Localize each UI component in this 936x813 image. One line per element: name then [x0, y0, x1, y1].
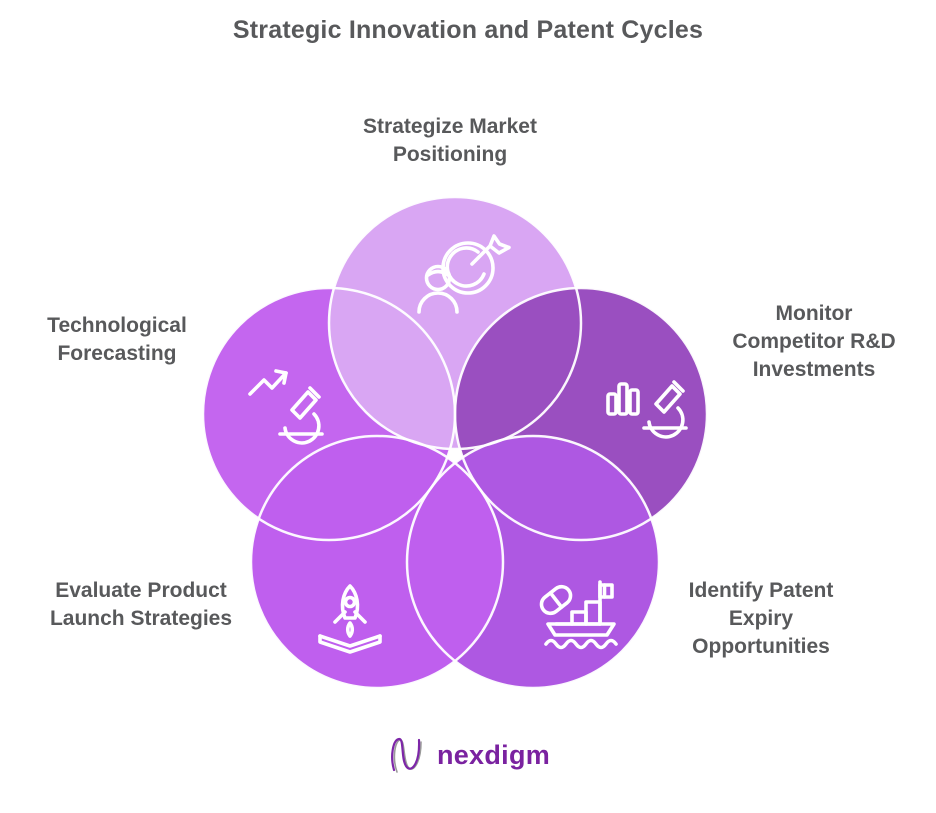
pill-ship-icon — [539, 580, 618, 650]
petal-outlines — [201, 195, 709, 690]
petal-label-strategize-market-positioning: Strategize Market Positioning — [363, 115, 537, 166]
petal-circle-evaluate-product-launch — [251, 436, 503, 688]
petal-label-identify-patent-expiry: Identify Patent Expiry Opportunities — [688, 579, 834, 658]
person-target-icon — [417, 234, 511, 314]
page-title: Strategic Innovation and Patent Cycles — [232, 16, 704, 44]
barchart-microscope-icon — [606, 380, 688, 439]
petal-label-technological-forecasting: Technological Forecasting — [47, 314, 187, 365]
nexdigm-logo-text: nexdigm — [436, 739, 551, 770]
microscope-trend-icon — [248, 369, 324, 445]
petal-label-monitor-competitor-rd: Monitor Competitor R&D Investments — [732, 302, 896, 381]
nexdigm-logo-icon — [391, 737, 422, 773]
brand-logo: nexdigm — [0, 734, 936, 776]
petal-label-evaluate-product-launch: Evaluate Product Launch Strategies — [49, 579, 233, 630]
rocket-launch-icon — [318, 584, 382, 654]
